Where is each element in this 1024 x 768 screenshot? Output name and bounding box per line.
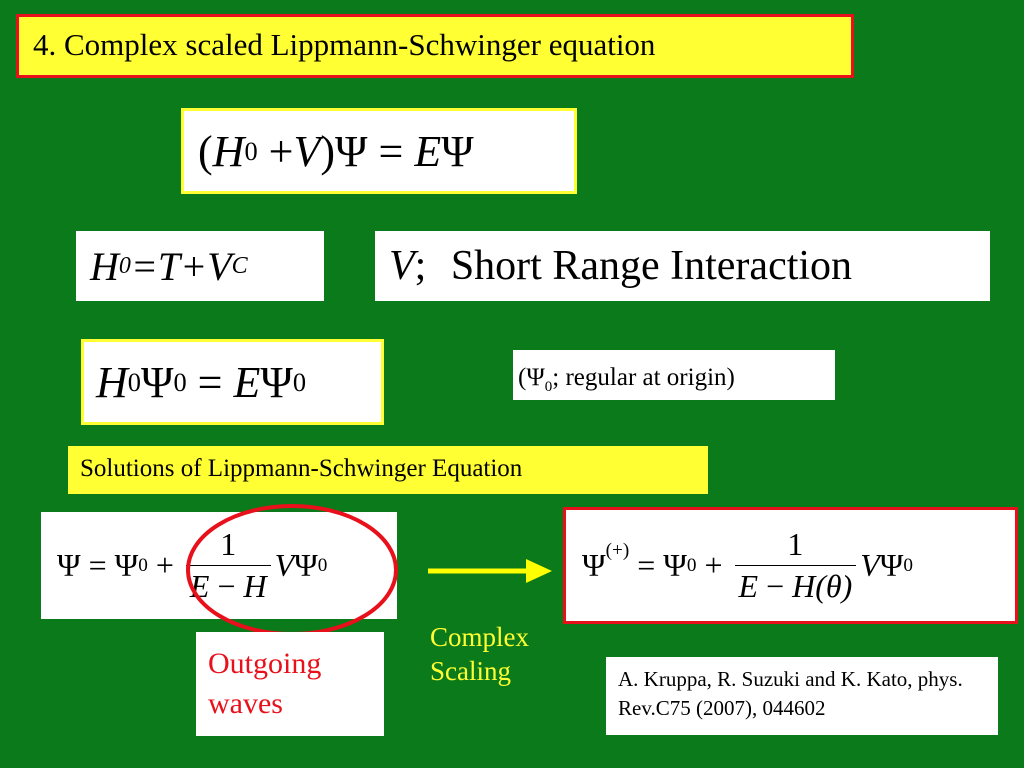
- h0-definition: H 0 =T+V C: [76, 231, 324, 301]
- note-token: ): [726, 364, 735, 391]
- eq-token: 0: [118, 252, 131, 279]
- eq-token: Ψ: [335, 126, 368, 176]
- eq-token: Ψ: [582, 547, 606, 583]
- eq-token: V: [389, 243, 415, 289]
- eq-token: =: [629, 547, 664, 583]
- eq-token: =: [367, 126, 415, 176]
- eq-token: +: [696, 547, 731, 583]
- eq-token: =T+V: [130, 243, 232, 289]
- schrodinger-equation: ( H 0 + V ) Ψ = E Ψ: [181, 108, 577, 194]
- ls-equation: Ψ = Ψ 0 + 1 E − H V Ψ 0: [41, 512, 397, 619]
- cs-equation: Ψ (+) = Ψ 0 + 1 E − H(θ) V Ψ 0: [563, 507, 1018, 624]
- eq-token: H: [90, 243, 119, 289]
- fraction-bar: [185, 565, 271, 566]
- eq-token: 0: [317, 554, 328, 576]
- fraction-numerator: 1: [220, 526, 237, 562]
- eq-token: E: [414, 126, 442, 176]
- complex-scaling-label: Complex Scaling: [430, 622, 529, 686]
- eq-token: 0: [138, 554, 148, 576]
- note-token: Ψ: [526, 364, 545, 391]
- eq-token: E: [233, 357, 261, 407]
- reference-text: A. Kruppa, R. Suzuki and K. Kato, phys. …: [618, 667, 963, 720]
- eq-token: Ψ: [260, 357, 293, 407]
- eq-token: ;: [414, 243, 437, 289]
- eq-token: Ψ: [441, 126, 474, 176]
- eq-token: H: [243, 568, 267, 604]
- eq-token: V: [860, 547, 880, 583]
- note-token: (: [518, 364, 527, 391]
- outgoing-highlight-ellipse: [186, 504, 398, 636]
- eq-token: −: [758, 568, 793, 604]
- free-equation: H 0 Ψ 0 = E Ψ 0: [81, 339, 384, 425]
- ls-fraction: 1 E − H: [185, 526, 271, 605]
- fraction-numerator: 1: [787, 526, 804, 562]
- slide-title: 4. Complex scaled Lippmann-Schwinger equ…: [33, 27, 656, 62]
- eq-token: Ψ: [57, 547, 81, 583]
- fraction-denominator: E − H(θ): [735, 566, 857, 605]
- cs-fraction: 1 E − H(θ): [734, 526, 857, 605]
- note-token: ; regular at origin: [552, 364, 727, 391]
- regular-note-box: [513, 350, 835, 400]
- eq-token: Ψ: [663, 547, 687, 583]
- fraction-bar: [734, 565, 857, 566]
- slide-title-box: 4. Complex scaled Lippmann-Schwinger equ…: [16, 14, 854, 78]
- outgoing-waves-box: Outgoing waves: [196, 632, 384, 736]
- eq-token: H: [212, 126, 245, 176]
- eq-token: =: [80, 547, 115, 583]
- eq-token: +: [257, 126, 294, 176]
- eq-token: Ψ: [294, 547, 318, 583]
- eq-token: V: [293, 126, 321, 176]
- eq-token: (θ): [815, 568, 853, 604]
- note-token: 0: [544, 379, 553, 395]
- eq-token: V: [274, 547, 295, 583]
- solutions-label-box: Solutions of Lippmann-Schwinger Equation: [68, 446, 708, 494]
- eq-token: Ψ: [140, 357, 174, 407]
- eq-token: (+): [605, 540, 630, 561]
- eq-token: H: [792, 568, 816, 604]
- eq-token: (: [198, 126, 213, 176]
- eq-token: +: [147, 547, 182, 583]
- eq-token: ): [320, 126, 336, 176]
- eq-token: =: [186, 357, 234, 407]
- outgoing-waves-label: Outgoing waves: [208, 647, 322, 720]
- eq-token: E: [738, 568, 759, 604]
- eq-token: −: [209, 568, 244, 604]
- eq-token: Ψ: [879, 547, 904, 583]
- eq-token: 0: [903, 554, 913, 576]
- regular-note: (Ψ0; regular at origin): [518, 360, 830, 405]
- eq-token: 0: [244, 135, 258, 166]
- reference-box: A. Kruppa, R. Suzuki and K. Kato, phys. …: [606, 657, 998, 735]
- eq-token: C: [231, 252, 248, 279]
- v-definition: V ; Short Range Interaction: [375, 231, 990, 301]
- arrow-icon: [428, 559, 552, 583]
- eq-token: 0: [173, 366, 187, 397]
- eq-token: 0: [686, 554, 697, 576]
- eq-token: Short Range Interaction: [450, 243, 853, 289]
- eq-token: H: [96, 357, 128, 407]
- eq-token: Ψ: [114, 547, 139, 583]
- eq-token: 0: [292, 366, 307, 397]
- solutions-label: Solutions of Lippmann-Schwinger Equation: [80, 455, 523, 482]
- eq-token: 0: [127, 366, 141, 397]
